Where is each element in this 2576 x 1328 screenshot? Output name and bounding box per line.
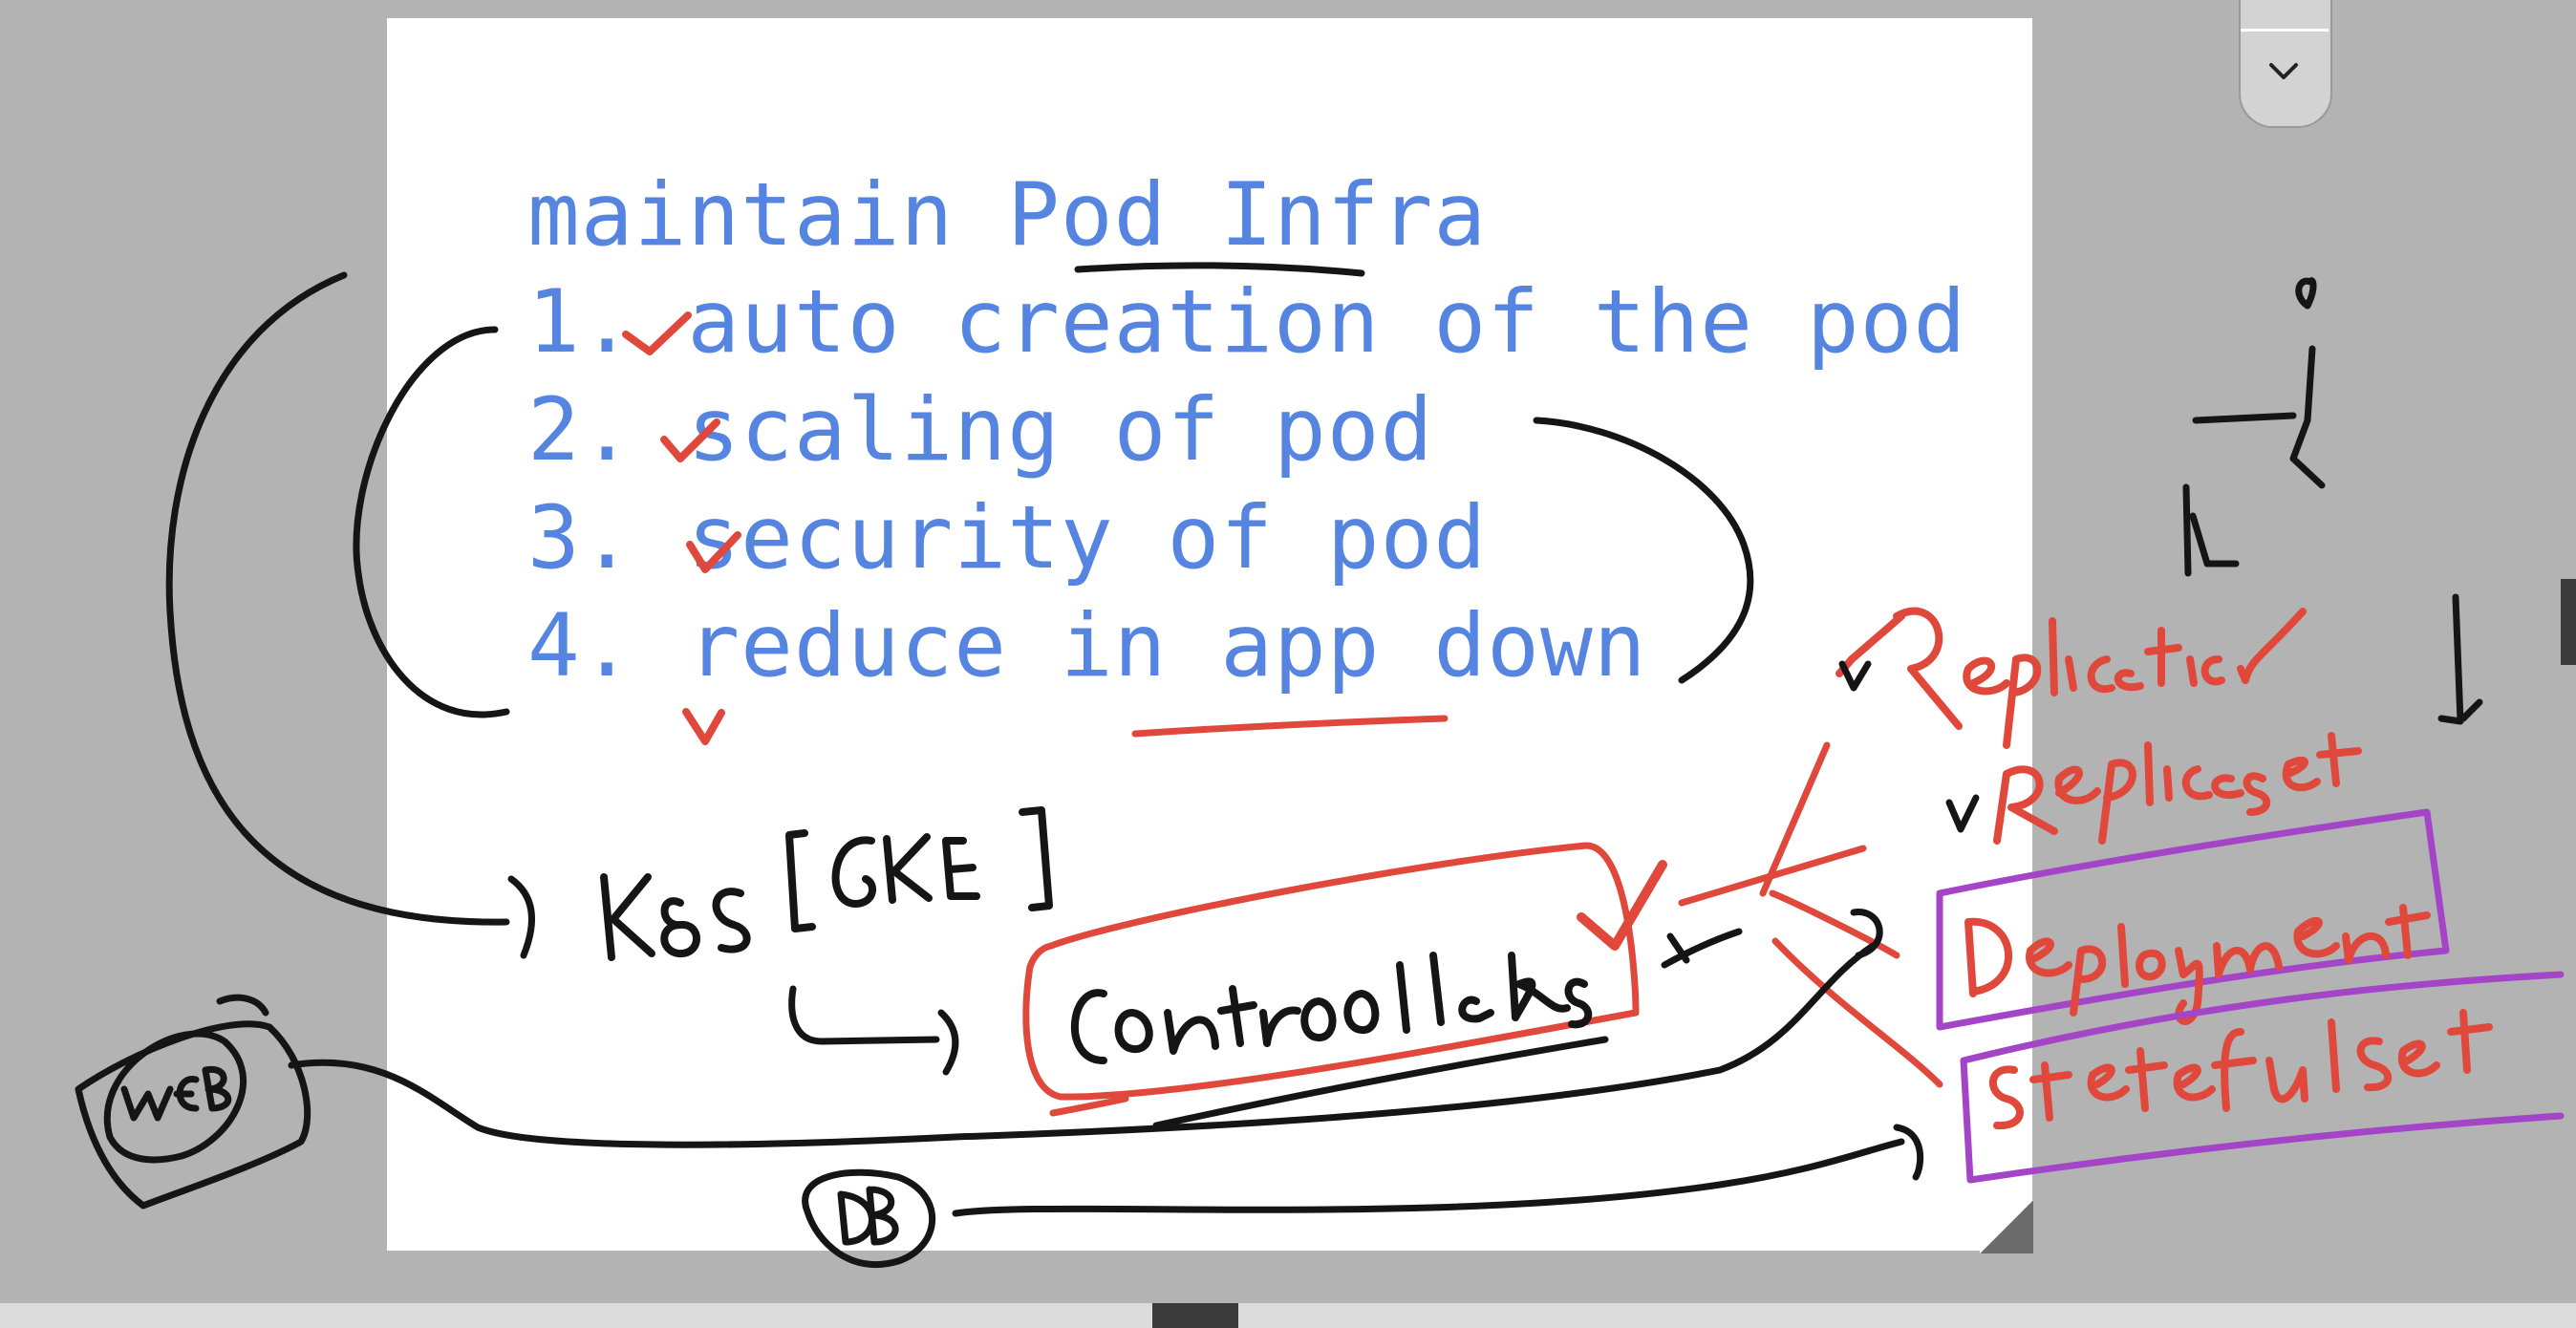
- arrowhead-deployment: [1850, 909, 1883, 959]
- deployment-box: [1936, 808, 2450, 1031]
- controllers-handwriting: [1070, 952, 1593, 1064]
- arrow-replication-black: [2437, 593, 2483, 725]
- replication-handwriting: [1835, 607, 2307, 749]
- check-black-tick: [1666, 932, 1690, 964]
- note-item-2: 2. scaling of pod: [527, 380, 1434, 481]
- checkmark-group: [622, 311, 741, 745]
- check-item-3: [686, 531, 741, 573]
- check-item-2: [660, 418, 720, 462]
- right-bracket-curve: [1533, 417, 1754, 684]
- arrow-to-statefulset: [1771, 937, 1943, 1088]
- left-arrow-curve: [165, 271, 510, 926]
- replicaset-handwriting: [1993, 732, 2362, 845]
- arrow-to-controllers: [788, 985, 940, 1045]
- note-page[interactable]: [387, 18, 2032, 1251]
- statefulset-handwriting: [1988, 1009, 2493, 1130]
- check-item-1: [622, 311, 692, 355]
- deployment-handwriting: [1964, 904, 2431, 1025]
- arrow-to-deployment: [1769, 889, 1900, 959]
- db-circle: [802, 1168, 936, 1269]
- note-item-1: 1. auto creation of the pod: [527, 272, 1967, 373]
- note-title: maintain Pod Infra: [527, 165, 1488, 266]
- check-replication: [1838, 660, 1872, 692]
- chevron-down-icon[interactable]: [2265, 57, 2302, 86]
- vertical-scrollbar-thumb[interactable]: [2561, 579, 2576, 665]
- bottom-drag-handle[interactable]: [1152, 1303, 1238, 1328]
- web-to-deployment-line: [288, 942, 1877, 1148]
- k8s-gke-handwriting: [600, 806, 1053, 961]
- controllers-box-tail: [1049, 1095, 1129, 1117]
- arrowhead-k8s: [507, 875, 535, 959]
- check-replicaset: [1945, 794, 1980, 833]
- arrow-from-controllers: [1678, 845, 1867, 907]
- check-item-4: [682, 708, 725, 745]
- check-black-arrow: [1661, 928, 1743, 969]
- note-item-4: 4. reduce in app down: [527, 596, 1647, 696]
- arrowhead-statefulset: [1893, 1124, 1924, 1181]
- zoom-divider: [2241, 29, 2329, 32]
- underline-pod-infra: [1074, 262, 1365, 277]
- right-margin-scribbles: [2182, 277, 2326, 577]
- statefulset-box: [1960, 971, 2565, 1184]
- check-controllers: [1577, 860, 1667, 951]
- underline-in-app: [1131, 715, 1449, 738]
- arrowhead-controllers: [937, 1009, 959, 1076]
- controllers-underline: [1152, 1036, 1609, 1129]
- zoom-widget[interactable]: [2239, 0, 2332, 128]
- left-bracket-curve: [353, 326, 510, 718]
- web-blob: [75, 994, 311, 1210]
- arrow-to-replication: [1759, 741, 1831, 897]
- bottom-toolbar: [0, 1303, 2576, 1328]
- controllers-box: [1022, 842, 1640, 1101]
- db-to-statefulset-line: [952, 1138, 1905, 1217]
- page-corner-fold[interactable]: [1980, 1200, 2033, 1253]
- note-item-3: 3. security of pod: [527, 488, 1488, 589]
